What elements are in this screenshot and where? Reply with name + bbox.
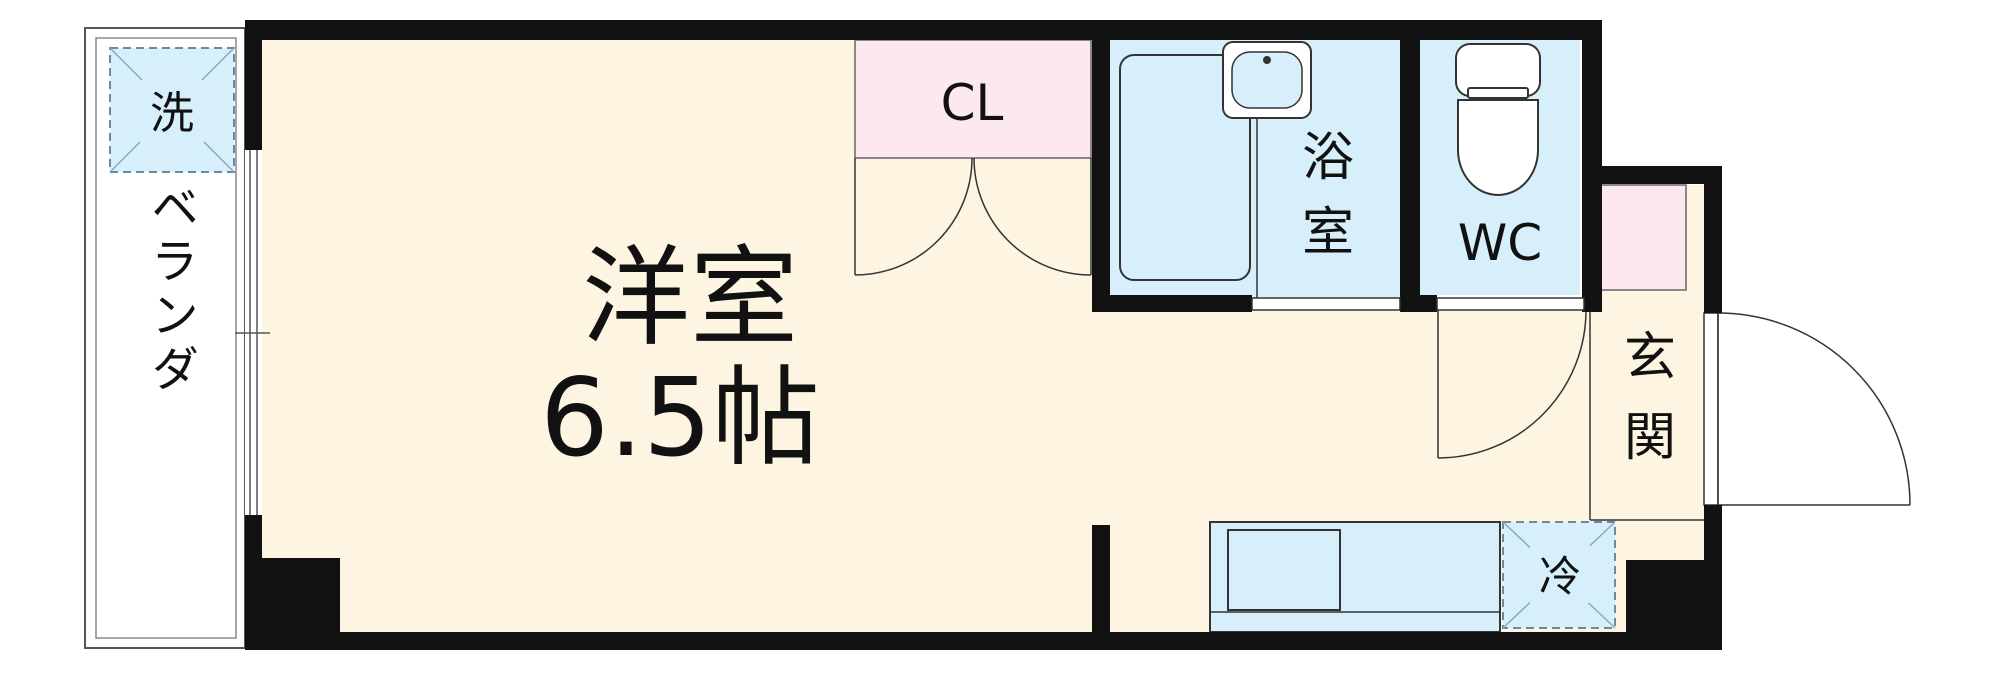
closet xyxy=(854,39,1092,159)
bath-label-top: 浴 xyxy=(1302,128,1354,188)
western-room-name: 洋室 xyxy=(582,236,798,361)
balcony-label: ベランダ xyxy=(142,182,198,398)
wc-door-threshold xyxy=(1436,297,1585,311)
kitchen-counter xyxy=(1209,521,1501,633)
bath-label-bottom: 室 xyxy=(1302,203,1354,263)
balcony-window xyxy=(235,150,270,515)
fridge-label: 冷 xyxy=(1539,552,1581,601)
western-room-size: 6.5帖 xyxy=(540,356,820,481)
bath-door-threshold xyxy=(1251,297,1401,311)
closet-doors xyxy=(854,157,1092,276)
entrance-label-bottom: 関 xyxy=(1624,408,1676,468)
front-door xyxy=(1703,312,1911,506)
toilet-fixture xyxy=(1455,43,1541,196)
washer-label: 洗 xyxy=(150,88,194,139)
bathtub xyxy=(1119,54,1251,281)
sink xyxy=(1222,41,1312,119)
shoe-closet xyxy=(1599,184,1687,291)
washer-space: 洗 xyxy=(109,47,235,173)
balcony-inner-line xyxy=(95,37,237,639)
fridge-space: 冷 xyxy=(1502,521,1616,629)
walls xyxy=(245,20,1722,650)
toilet-label: WC xyxy=(1458,214,1542,272)
entrance-label-top: 玄 xyxy=(1624,328,1676,388)
toilet-door xyxy=(1437,309,1587,459)
closet-label: CL xyxy=(941,74,1004,132)
